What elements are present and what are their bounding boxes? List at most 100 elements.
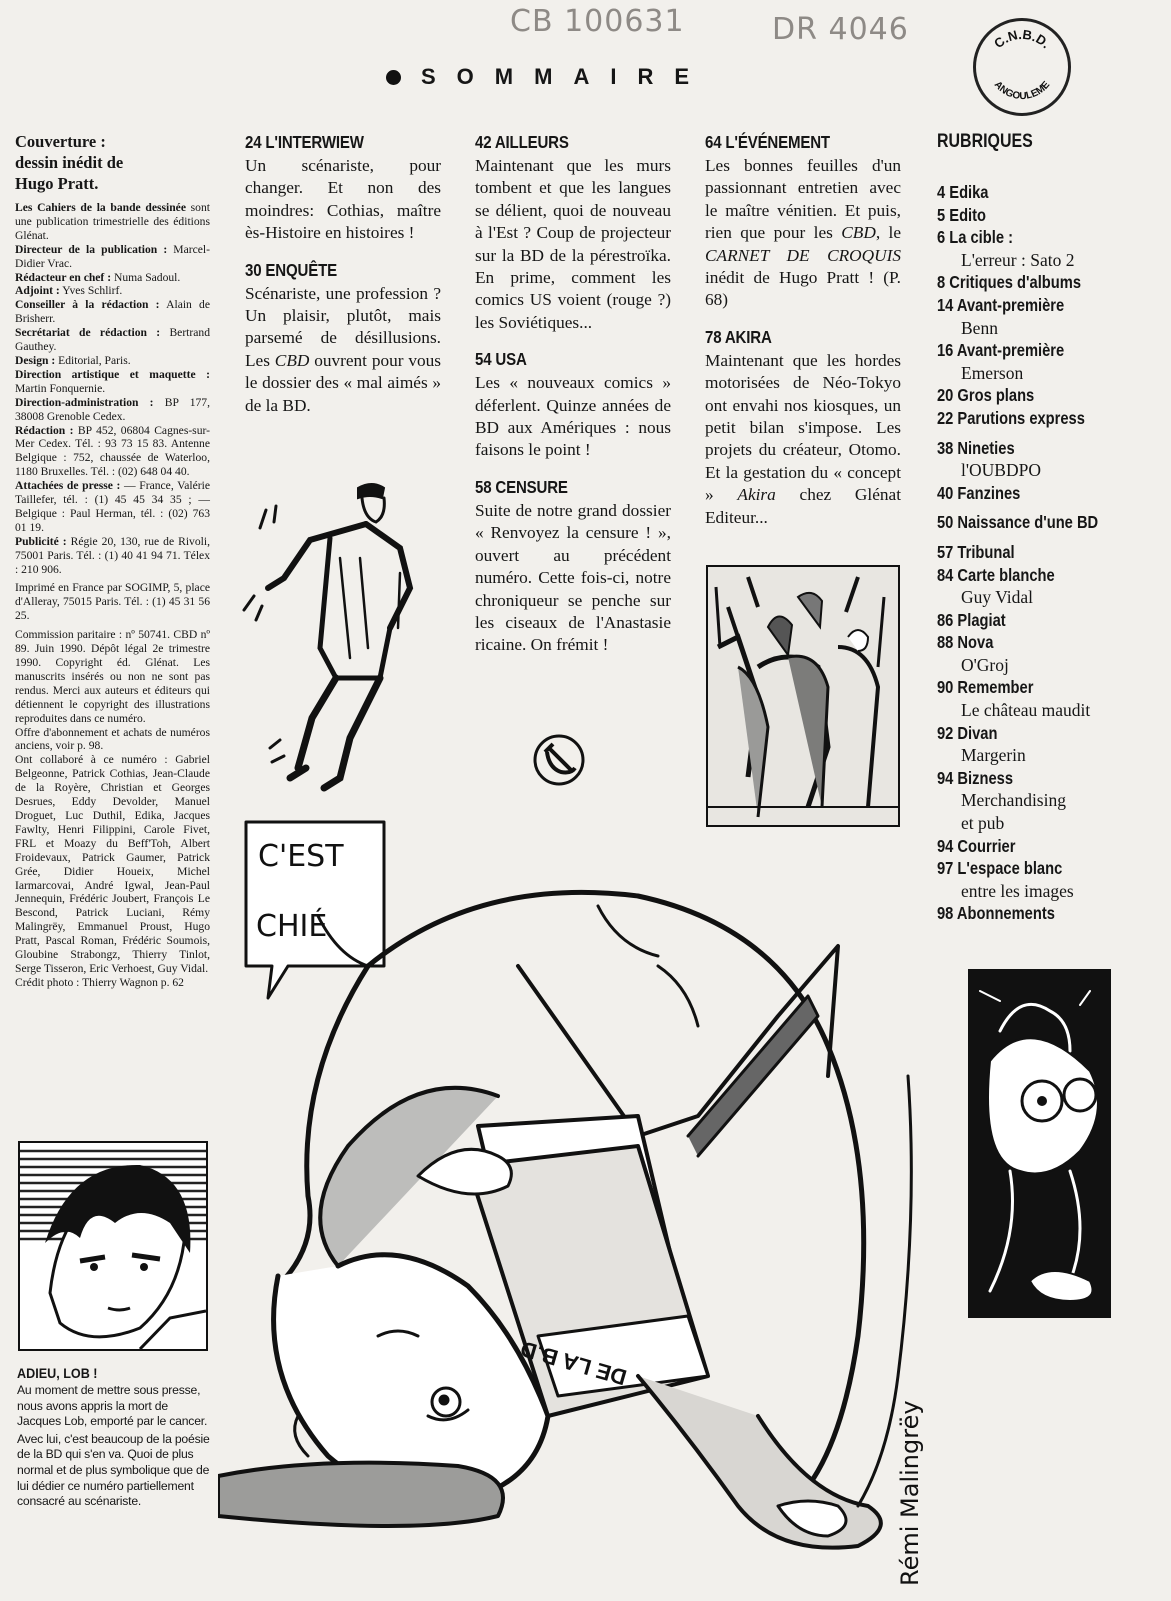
credit-value: BP 177, 38008 Grenoble Cedex. <box>15 395 210 423</box>
rubrique-subtitle: et pub <box>961 813 1005 834</box>
adieu-paragraph: Au moment de mettre sous presse, nous av… <box>17 1383 208 1429</box>
handwritten-dr-code: DR 4046 <box>772 12 909 47</box>
bullet-icon <box>386 69 401 85</box>
rubrique-item[interactable]: 57 Tribunal <box>937 541 1015 562</box>
text-run: inédit de Hugo Pratt ! (P. 68) <box>705 268 901 310</box>
rubrique-item[interactable]: 92 Divan <box>937 722 998 743</box>
handwritten-archive-code: CB 100631 <box>510 4 685 39</box>
text-emphasis: CARNET DE CROQUIS <box>705 245 901 265</box>
rubrique-item[interactable]: 20 Gros plans <box>937 385 1035 406</box>
rubrique-subtitle: O'Groj <box>961 654 1009 675</box>
rubrique-item[interactable]: 40 Fanzines <box>937 482 1021 503</box>
stamp-bottom-text: ANGOULEME <box>992 79 1053 102</box>
rubrique-item[interactable]: 50 Naissance d'une BD <box>937 512 1099 533</box>
cover-line: dessin inédit de <box>15 153 124 172</box>
cover-line: Couverture : <box>15 132 106 151</box>
rubrique-subtitle: l'OUBDPO <box>961 460 1041 481</box>
credit-value: Alain de Brisherr. <box>15 298 210 326</box>
text-run: ouvrent pour vous le dossier des « mal a… <box>245 350 441 415</box>
soviet-soldiers-panel <box>706 565 900 827</box>
subscription-offer: Offre d'abonnement et achats de numéros … <box>15 725 210 753</box>
rubrique-item[interactable]: 38 Nineties <box>937 437 1015 458</box>
text-emphasis: CBD <box>274 350 310 370</box>
section-text-evenement: Les bonnes feuilles d'un passionnant ent… <box>705 155 901 312</box>
credit-role: Directeur de la publication : <box>15 242 168 256</box>
stamp-top-text: C.N.B.D. <box>991 27 1053 51</box>
rubrique-item[interactable]: 88 Nova <box>937 632 994 653</box>
akira-portrait-illustration <box>18 1141 208 1351</box>
svg-text:ANGOULEME: ANGOULEME <box>992 79 1053 102</box>
section-heading-ailleurs[interactable]: 42 AILLEURS <box>475 132 569 152</box>
rubrique-item[interactable]: 84 Carte blanche <box>937 564 1055 585</box>
rubrique-item[interactable]: 86 Plagiat <box>937 609 1006 630</box>
credit-value: Bertrand Gauthey. <box>15 326 210 354</box>
section-heading-censure[interactable]: 58 CENSURE <box>475 476 568 497</box>
section-text-akira: Maintenant que les hordes motorisées de … <box>705 350 901 529</box>
section-heading-enquete[interactable]: 30 ENQUÊTE <box>245 259 337 280</box>
artist-signature: Rémi Malingrëy <box>896 1400 924 1586</box>
speech-bubble-text-2: CHIÉ <box>256 908 327 944</box>
section-text-censure: Suite de notre grand dossier « Renvoyez … <box>475 500 671 655</box>
rubrique-item[interactable]: 98 Abonnements <box>937 903 1055 924</box>
rubrique-item[interactable]: 8 Critiques d'albums <box>937 272 1081 293</box>
credit-value: BP 452, 06804 Cagnes-sur-Mer Cedex. Tél.… <box>15 423 210 479</box>
publication-desc: sont une publication trimestrielle des é… <box>15 201 210 242</box>
credit-role: Conseiller à la rédaction : <box>15 298 160 312</box>
rubrique-item[interactable]: 94 Courrier <box>937 835 1016 856</box>
rubrique-subtitle: Benn <box>961 317 998 338</box>
credit-role: Direction artistique et maquette : <box>15 367 210 381</box>
list-spacer <box>937 430 1162 437</box>
rubrique-item[interactable]: 16 Avant-première <box>937 340 1065 361</box>
cover-credit: Couverture : dessin inédit de Hugo Pratt… <box>15 131 210 194</box>
credit-role: Secrétariat de rédaction : <box>15 326 161 340</box>
list-spacer <box>937 534 1162 541</box>
section-text-interview: Un scénariste, pour changer. Et non des … <box>245 156 441 243</box>
rubrique-subtitle: L'erreur : Sato 2 <box>961 249 1075 270</box>
rubrique-item[interactable]: 6 La cible : <box>937 227 1013 248</box>
credit-value: Editorial, Paris. <box>55 353 131 367</box>
credit-value: Régie 20, 130, rue de Rivoli, 75001 Pari… <box>15 534 210 576</box>
credit-role: Rédaction : <box>15 423 74 437</box>
section-heading-akira[interactable]: 78 AKIRA <box>705 326 772 347</box>
text-run: Maintenant que les hordes motorisées de … <box>705 350 901 505</box>
publication-line: Les Cahiers de la bande dessinée sont un… <box>15 201 210 576</box>
rubrique-item[interactable]: 22 Parutions express <box>937 407 1085 428</box>
rubrique-subtitle: Merchandising <box>961 790 1066 811</box>
rubrique-item[interactable]: 4 Edika <box>937 182 989 202</box>
rubrique-subtitle: Le château maudit <box>961 700 1091 721</box>
rubrique-item[interactable]: 94 Bizness <box>937 767 1013 788</box>
section-heading-usa[interactable]: 54 USA <box>475 349 527 370</box>
credits-column: Couverture : dessin inédit de Hugo Pratt… <box>15 131 210 990</box>
section-heading-evenement[interactable]: 64 L'ÉVÉNEMENT <box>705 132 830 152</box>
rat-character-panel <box>968 969 1111 1318</box>
rubrique-subtitle: entre les images <box>961 880 1074 901</box>
photo-credit: Crédit photo : Thierry Wagnon p. 62 <box>15 975 184 989</box>
rubrique-item[interactable]: 14 Avant-première <box>937 294 1065 315</box>
adieu-lob-notice: ADIEU, LOB ! Au moment de mettre sous pr… <box>17 1365 212 1510</box>
adieu-paragraph: Avec lui, c'est beaucoup de la poésie de… <box>17 1431 210 1509</box>
section-heading-interview[interactable]: 24 L'INTERWIEW <box>245 132 364 152</box>
cover-line: Hugo Pratt. <box>15 174 99 193</box>
adieu-heading: ADIEU, LOB ! <box>17 1365 98 1381</box>
rubriques-heading: RUBRIQUES <box>937 131 1033 152</box>
speech-bubble-text-1: C'EST <box>258 839 344 874</box>
credit-role: Adjoint : <box>15 284 60 298</box>
publication-name: Les Cahiers de la bande dessinée <box>15 201 186 214</box>
rubrique-item[interactable]: 97 L'espace blanc <box>937 858 1063 879</box>
rubrique-item[interactable]: 90 Remember <box>937 677 1034 698</box>
commission-line: Commission paritaire : nº 50741. CBD nº … <box>15 628 210 725</box>
running-man-sketch <box>240 478 450 798</box>
hammer-sickle-icon <box>533 734 585 786</box>
credit-value: Marcel-Didier Vrac. <box>15 242 210 270</box>
credit-role: Attachées de presse : <box>15 479 121 493</box>
rubrique-item[interactable]: 5 Edito <box>937 204 987 225</box>
contributors-list: Ont collaboré à ce numéro : Gabriel Belg… <box>15 753 210 975</box>
text-run: Les bonnes feuilles d'un passionnant ent… <box>705 156 901 243</box>
title-text: SOMMAIRE <box>421 64 710 89</box>
text-run: Scénariste, une profession ? Un plaisir,… <box>245 283 441 370</box>
toc-column-2: 24 L'INTERWIEW Un scénariste, pour chang… <box>245 131 441 431</box>
page-title: SOMMAIRE <box>386 60 746 94</box>
section-text-usa: Les « nouveaux comics » déferlent. Quinz… <box>475 373 671 460</box>
